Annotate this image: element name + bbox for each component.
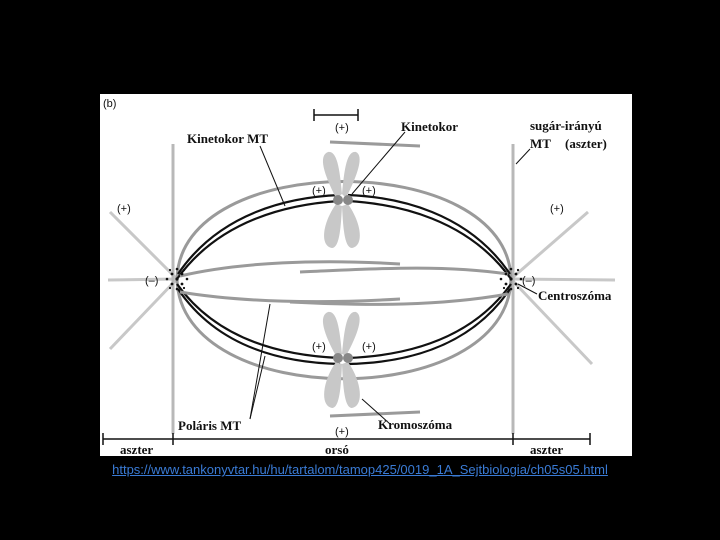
spindle-diagram: (b) xyxy=(100,94,632,456)
source-link[interactable]: https://www.tankonyvtar.hu/hu/tartalom/t… xyxy=(0,462,720,477)
label-kinetochore-mt: Kinetokor MT xyxy=(187,131,268,146)
minus-sign-right: (–) xyxy=(522,275,535,287)
panel-label: (b) xyxy=(103,98,116,110)
label-centrosome: Centroszóma xyxy=(538,288,612,303)
label-radial-mt-aster: (aszter) xyxy=(565,136,607,151)
label-radial-mt-line1: sugár-irányú xyxy=(530,118,602,133)
label-aster-right: aszter xyxy=(530,442,563,456)
leader-lines xyxy=(250,132,537,424)
plus-sign-left-aster: (+) xyxy=(117,203,131,215)
label-spindle: orsó xyxy=(325,442,349,456)
chromosome-bottom xyxy=(323,312,360,408)
label-chromosome: Kromoszóma xyxy=(378,417,453,432)
label-aster-left: aszter xyxy=(120,442,153,456)
overlap-bracket xyxy=(314,109,358,121)
plus-sign-kt-bottom-right: (+) xyxy=(362,341,376,353)
plus-sign-kt-top-right: (+) xyxy=(362,185,376,197)
label-radial-mt-line2: MT xyxy=(530,136,551,151)
plus-sign-kt-bottom-left: (+) xyxy=(312,341,326,353)
plus-sign-right-aster: (+) xyxy=(550,203,564,215)
chromosome-top xyxy=(323,152,360,248)
plus-sign-bottom: (+) xyxy=(335,426,349,438)
label-kinetochore: Kinetokor xyxy=(401,119,458,134)
plus-sign-kt-top-left: (+) xyxy=(312,185,326,197)
mitotic-spindle-figure: (b) xyxy=(100,94,632,456)
plus-sign-top: (+) xyxy=(335,122,349,134)
label-polar-mt: Poláris MT xyxy=(178,418,242,433)
minus-sign-left: (–) xyxy=(145,275,158,287)
